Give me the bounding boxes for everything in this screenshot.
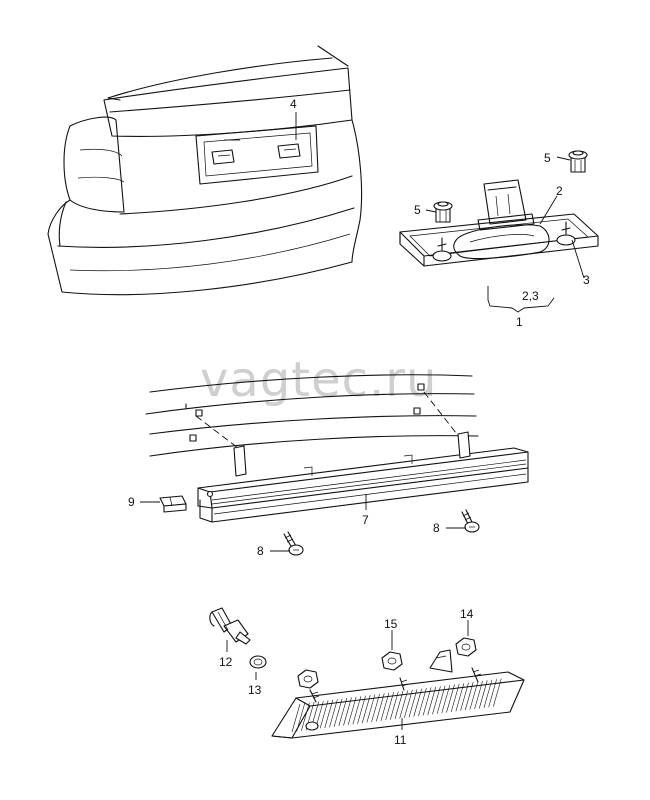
callout-11: 11 [394, 733, 407, 747]
callout-5-right: 5 [544, 151, 551, 165]
callout-9: 9 [128, 495, 135, 509]
lamp-lens-hatch [488, 679, 497, 708]
callout-13: 13 [248, 683, 262, 697]
lamp-lens-hatch [455, 683, 465, 712]
lamp-lens-hatch [366, 694, 376, 723]
callout-4: 4 [290, 97, 297, 111]
callout-14: 14 [460, 607, 474, 621]
lamp-lens-hatch [394, 690, 404, 720]
lamp-lens-hatch [478, 680, 488, 709]
lamp-lens-hatch [404, 689, 413, 718]
car-rear-illustration [47, 45, 363, 296]
lamp-lens-hatch [371, 693, 380, 723]
lamp-lens-hatch [436, 685, 446, 714]
bulb-holder-12 [209, 607, 251, 645]
lamp-lens-hatch [338, 698, 348, 727]
watermark-text: vagtec.ru [200, 352, 437, 408]
lamp-lens-hatch [408, 689, 418, 718]
callout-2: 2 [556, 184, 563, 198]
lamp-lens-hatch [333, 698, 343, 727]
lamp-lens-hatch [347, 696, 357, 725]
lamp-lens-hatch [329, 699, 338, 728]
lamp-lens-hatch [441, 685, 451, 714]
callout-7: 7 [362, 513, 369, 527]
lamp-lens-hatch [483, 679, 493, 708]
lamp-lens-hatch [291, 703, 301, 733]
callout-8-right: 8 [433, 521, 440, 535]
license-plate-lamp-assembly [399, 179, 599, 267]
lamp-lens-hatch [418, 687, 427, 717]
nut-left [297, 669, 319, 689]
lamp-lens-hatch [390, 691, 399, 720]
lamp-lens-hatch [422, 687, 432, 716]
callout-15: 15 [384, 617, 398, 631]
lamp-lens-hatch [469, 681, 479, 710]
lamp-lens-hatch [296, 703, 305, 732]
lamp-lens-hatch [319, 700, 329, 729]
nut-14 [455, 637, 477, 657]
screw-8-left [283, 531, 304, 556]
callout-1: 1 [516, 315, 523, 329]
callout-5-left: 5 [414, 203, 421, 217]
screw-8-right [461, 509, 480, 533]
lamp-lens-hatch [427, 686, 437, 715]
third-brake-lamp-11 [271, 649, 525, 739]
expanding-nut-5-right [568, 150, 588, 173]
callout-8-left: 8 [257, 544, 264, 558]
lamp-lens-hatch [380, 692, 390, 721]
lamp-lens-hatch [375, 693, 385, 722]
lamp-lens-hatch [493, 678, 502, 707]
lamp-lens-hatch [464, 682, 474, 711]
expanding-nut-5-left [433, 201, 453, 223]
lamp-lens-hatch [361, 695, 371, 724]
lamp-lens-hatch [432, 686, 441, 715]
lamp-lens-hatch [460, 682, 469, 711]
callout-12: 12 [219, 655, 233, 669]
roof-panel-outline [145, 374, 479, 457]
lamp-lens-hatch [385, 692, 394, 721]
callout-3: 3 [583, 273, 590, 287]
gasket-13 [249, 655, 267, 669]
lamp-lens-hatch [357, 695, 366, 724]
lamp-lens-hatch [474, 680, 483, 710]
nut-15 [381, 651, 403, 671]
lamp-lens-hatch [301, 702, 310, 731]
callout-2-3: 2,3 [522, 289, 539, 303]
lamp-lens-hatch [446, 684, 455, 713]
brake-light-strip-7 [197, 431, 529, 523]
lamp-lens-hatch [352, 696, 362, 725]
lamp-lens-hatch [343, 697, 352, 726]
lamp-lens-hatch [413, 688, 423, 717]
lamp-lens-hatch [324, 699, 334, 728]
lamp-lens-hatch [399, 690, 408, 719]
connector-9 [159, 495, 187, 513]
lamp-lens-hatch [450, 683, 460, 712]
